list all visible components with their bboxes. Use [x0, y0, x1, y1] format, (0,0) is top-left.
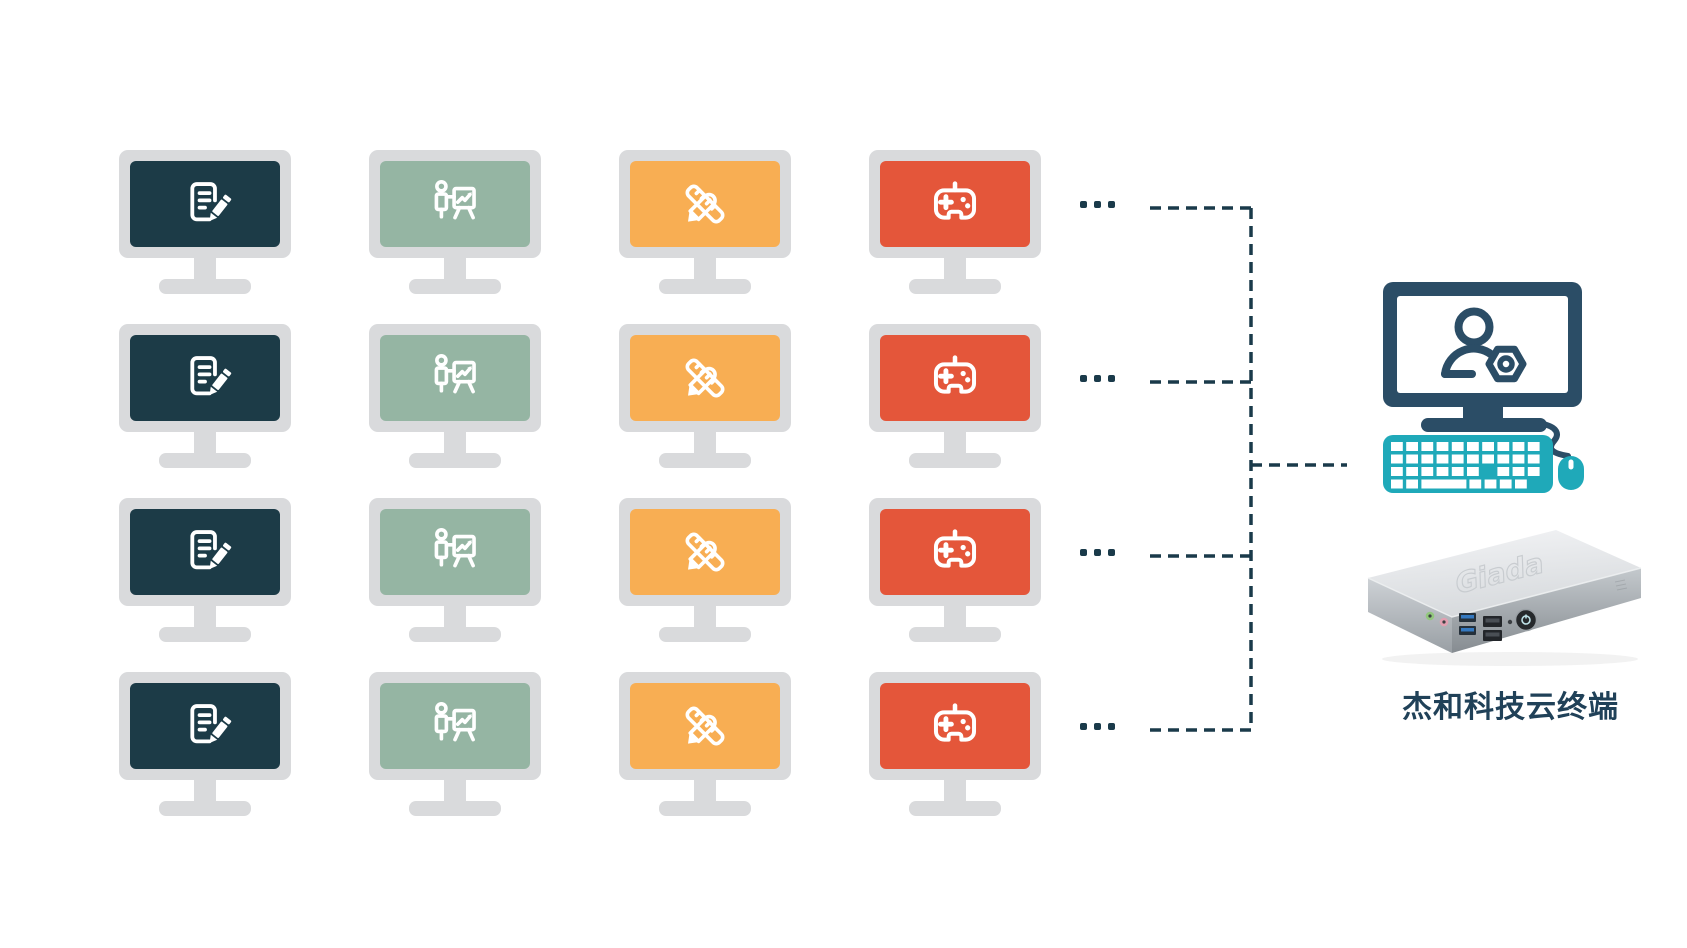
workstation-monitor-design-row4 — [619, 672, 791, 816]
presentation-screen — [380, 335, 530, 421]
presentation-icon — [434, 527, 476, 568]
workstation-monitor-presentation-row2 — [369, 324, 541, 468]
workstation-monitor-gaming-row4 — [869, 672, 1041, 816]
presentation-icon — [434, 353, 476, 394]
admin-computer-icon — [1383, 282, 1584, 493]
front-ports — [1425, 608, 1538, 641]
gaming-screen — [880, 161, 1030, 247]
gamepad-icon — [933, 181, 977, 220]
device-caption: 杰和科技云终端 — [1402, 690, 1619, 725]
side-vents — [1614, 579, 1628, 591]
document-edit-icon — [190, 530, 232, 570]
design-screen — [630, 683, 780, 769]
usb2-ports-black — [1483, 616, 1502, 641]
design-tools-icon — [685, 532, 725, 572]
gaming-screen — [880, 335, 1030, 421]
workstation-monitor-gaming-row2 — [869, 324, 1041, 468]
workstation-monitor-office-row1 — [119, 150, 291, 294]
power-button — [1514, 608, 1538, 632]
office-screen — [130, 335, 280, 421]
workstation-monitor-design-row3 — [619, 498, 791, 642]
user-gear-icon — [1441, 307, 1527, 383]
presentation-icon — [434, 179, 476, 220]
mouse-icon — [1558, 456, 1584, 490]
row-ellipsis-dots — [1080, 548, 1115, 556]
row-ellipsis-dots — [1080, 374, 1115, 382]
office-screen — [130, 161, 280, 247]
document-edit-icon — [190, 704, 232, 744]
keyboard-icon — [1383, 435, 1553, 493]
workstation-monitor-office-row2 — [119, 324, 291, 468]
design-screen — [630, 509, 780, 595]
workstation-monitor-presentation-row1 — [369, 150, 541, 294]
presentation-icon — [434, 701, 476, 742]
pc-top-face — [1368, 530, 1641, 617]
row-ellipsis-dots — [1080, 722, 1115, 730]
workstation-monitor-design-row1 — [619, 150, 791, 294]
design-tools-icon — [685, 706, 725, 746]
usb3-ports-blue — [1459, 613, 1476, 635]
gamepad-icon — [933, 355, 977, 394]
design-tools-icon — [685, 184, 725, 224]
workstation-monitor-presentation-row4 — [369, 672, 541, 816]
workstation-monitor-gaming-row1 — [869, 150, 1041, 294]
workstation-monitor-design-row2 — [619, 324, 791, 468]
mini-pc-device: Giada — [1367, 530, 1642, 666]
office-screen — [130, 683, 280, 769]
office-screen — [130, 509, 280, 595]
gamepad-icon — [933, 529, 977, 568]
presentation-screen — [380, 683, 530, 769]
gaming-screen — [880, 509, 1030, 595]
design-tools-icon — [685, 358, 725, 398]
row-ellipsis-dots — [1080, 200, 1115, 208]
presentation-screen — [380, 161, 530, 247]
gamepad-icon — [933, 703, 977, 742]
monitor-graphic — [1383, 282, 1582, 459]
workstation-monitor-gaming-row3 — [869, 498, 1041, 642]
workstation-monitor-office-row3 — [119, 498, 291, 642]
workstation-monitor-presentation-row3 — [369, 498, 541, 642]
workstation-monitor-office-row4 — [119, 672, 291, 816]
gaming-screen — [880, 683, 1030, 769]
pc-front-face — [1368, 578, 1452, 653]
document-edit-icon — [190, 182, 232, 222]
reset-hole — [1507, 619, 1513, 625]
document-edit-icon — [190, 356, 232, 396]
design-screen — [630, 335, 780, 421]
design-screen — [630, 161, 780, 247]
presentation-screen — [380, 509, 530, 595]
